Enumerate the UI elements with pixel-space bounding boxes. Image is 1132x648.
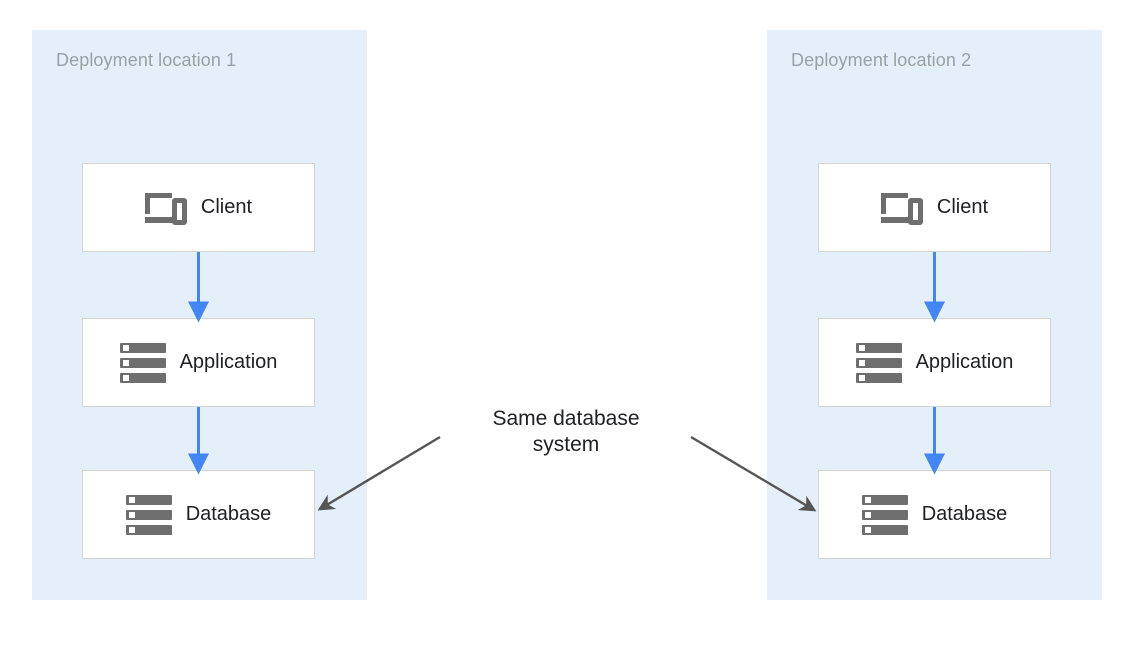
- deployment-zone-1-label: Deployment location 1: [56, 50, 237, 70]
- deployment-zone-2-label: Deployment location 2: [791, 50, 972, 70]
- node-database-1[interactable]: Database: [82, 470, 315, 559]
- node-client-2-label: Client: [936, 196, 989, 218]
- devices-icon: [144, 191, 187, 225]
- storage-icon: [861, 494, 908, 535]
- node-application-2[interactable]: Application: [818, 318, 1051, 407]
- storage-icon: [119, 342, 166, 383]
- storage-icon: [855, 342, 902, 383]
- node-application-1[interactable]: Application: [82, 318, 315, 407]
- devices-icon: [880, 191, 923, 225]
- node-client-2[interactable]: Client: [818, 163, 1051, 252]
- node-client-1-label: Client: [200, 196, 253, 218]
- annotation-same-database-system: Same database system: [492, 407, 640, 457]
- node-database-2-label: Database: [921, 503, 1008, 525]
- node-application-2-label: Application: [915, 351, 1014, 373]
- storage-icon: [125, 494, 172, 535]
- node-application-1-label: Application: [179, 351, 278, 373]
- node-database-2[interactable]: Database: [818, 470, 1051, 559]
- node-client-1[interactable]: Client: [82, 163, 315, 252]
- node-database-1-label: Database: [185, 503, 272, 525]
